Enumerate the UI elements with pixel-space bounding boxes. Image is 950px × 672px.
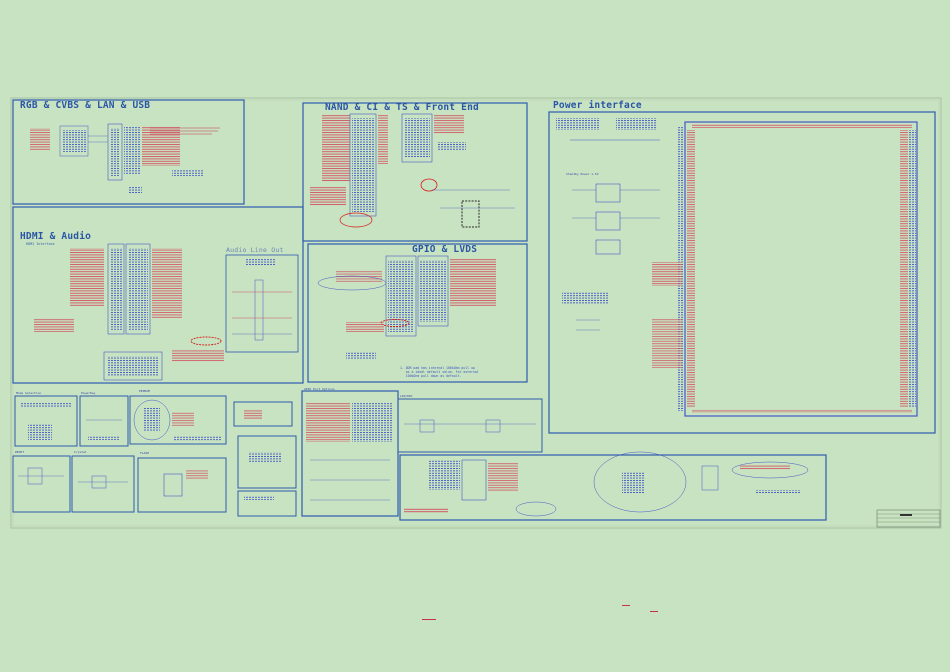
label-mode-selection: Mode Selection bbox=[16, 391, 42, 395]
bottom-right-block bbox=[399, 451, 827, 521]
highlight-ellipse-icon bbox=[190, 336, 222, 346]
highlight-box bbox=[461, 200, 480, 228]
highlight-ellipse-icon bbox=[317, 275, 387, 291]
section-subtitle-hdmi: HDMI Interface bbox=[26, 242, 55, 246]
reset-block bbox=[12, 455, 71, 513]
highlight-ellipse-icon bbox=[339, 212, 373, 228]
highlight-ellipse-icon bbox=[420, 178, 438, 192]
title-block-icon bbox=[876, 509, 941, 528]
hdmi-section bbox=[12, 206, 304, 384]
label-flash: FLASH bbox=[140, 451, 150, 455]
section-title-gpio: GPIO & LVDS bbox=[412, 244, 478, 255]
mode-selection-block bbox=[14, 395, 78, 447]
highlight-ellipse-icon bbox=[593, 451, 687, 513]
highlight-ellipse-icon bbox=[515, 501, 557, 517]
label-standby: Standby Power 1.5V bbox=[566, 172, 599, 176]
power-section bbox=[548, 111, 936, 434]
label-crystal: Crystal bbox=[74, 450, 87, 454]
label-powerkey: PowerKey bbox=[81, 391, 96, 395]
gpio-port-block bbox=[301, 390, 399, 517]
highlight-ellipse-icon bbox=[731, 461, 809, 479]
flash-block bbox=[137, 457, 227, 513]
label-reset: RESET bbox=[15, 450, 25, 454]
rgb-section bbox=[12, 99, 245, 205]
section-title-hdmi: HDMI & Audio bbox=[20, 231, 92, 242]
label-ldo: LDO/DDC bbox=[400, 394, 413, 398]
section-title-rgb: RGB & CVBS & LAN & USB bbox=[20, 100, 151, 111]
ldo-block bbox=[397, 398, 543, 453]
label-eeprom: EEPROM bbox=[139, 389, 150, 393]
nand-section bbox=[302, 102, 528, 242]
page-frame bbox=[10, 97, 942, 529]
section-title-audio-line: Audio Line Out bbox=[226, 246, 284, 254]
crystal-block bbox=[71, 455, 135, 513]
section-title-power: Power interface bbox=[553, 100, 642, 111]
section-title-nand: NAND & CI & TS & Front End bbox=[325, 102, 479, 113]
center-small-blocks bbox=[233, 401, 297, 517]
highlight-ellipse-icon bbox=[380, 319, 410, 327]
gpio-note: 1. DDR pad has internal 100kOhm pull up … bbox=[400, 366, 479, 378]
label-gpio-port: GPIO Port Options bbox=[304, 387, 335, 391]
gpio-section bbox=[307, 243, 528, 383]
eeprom-block bbox=[129, 395, 227, 445]
powerkey-block bbox=[79, 395, 129, 447]
